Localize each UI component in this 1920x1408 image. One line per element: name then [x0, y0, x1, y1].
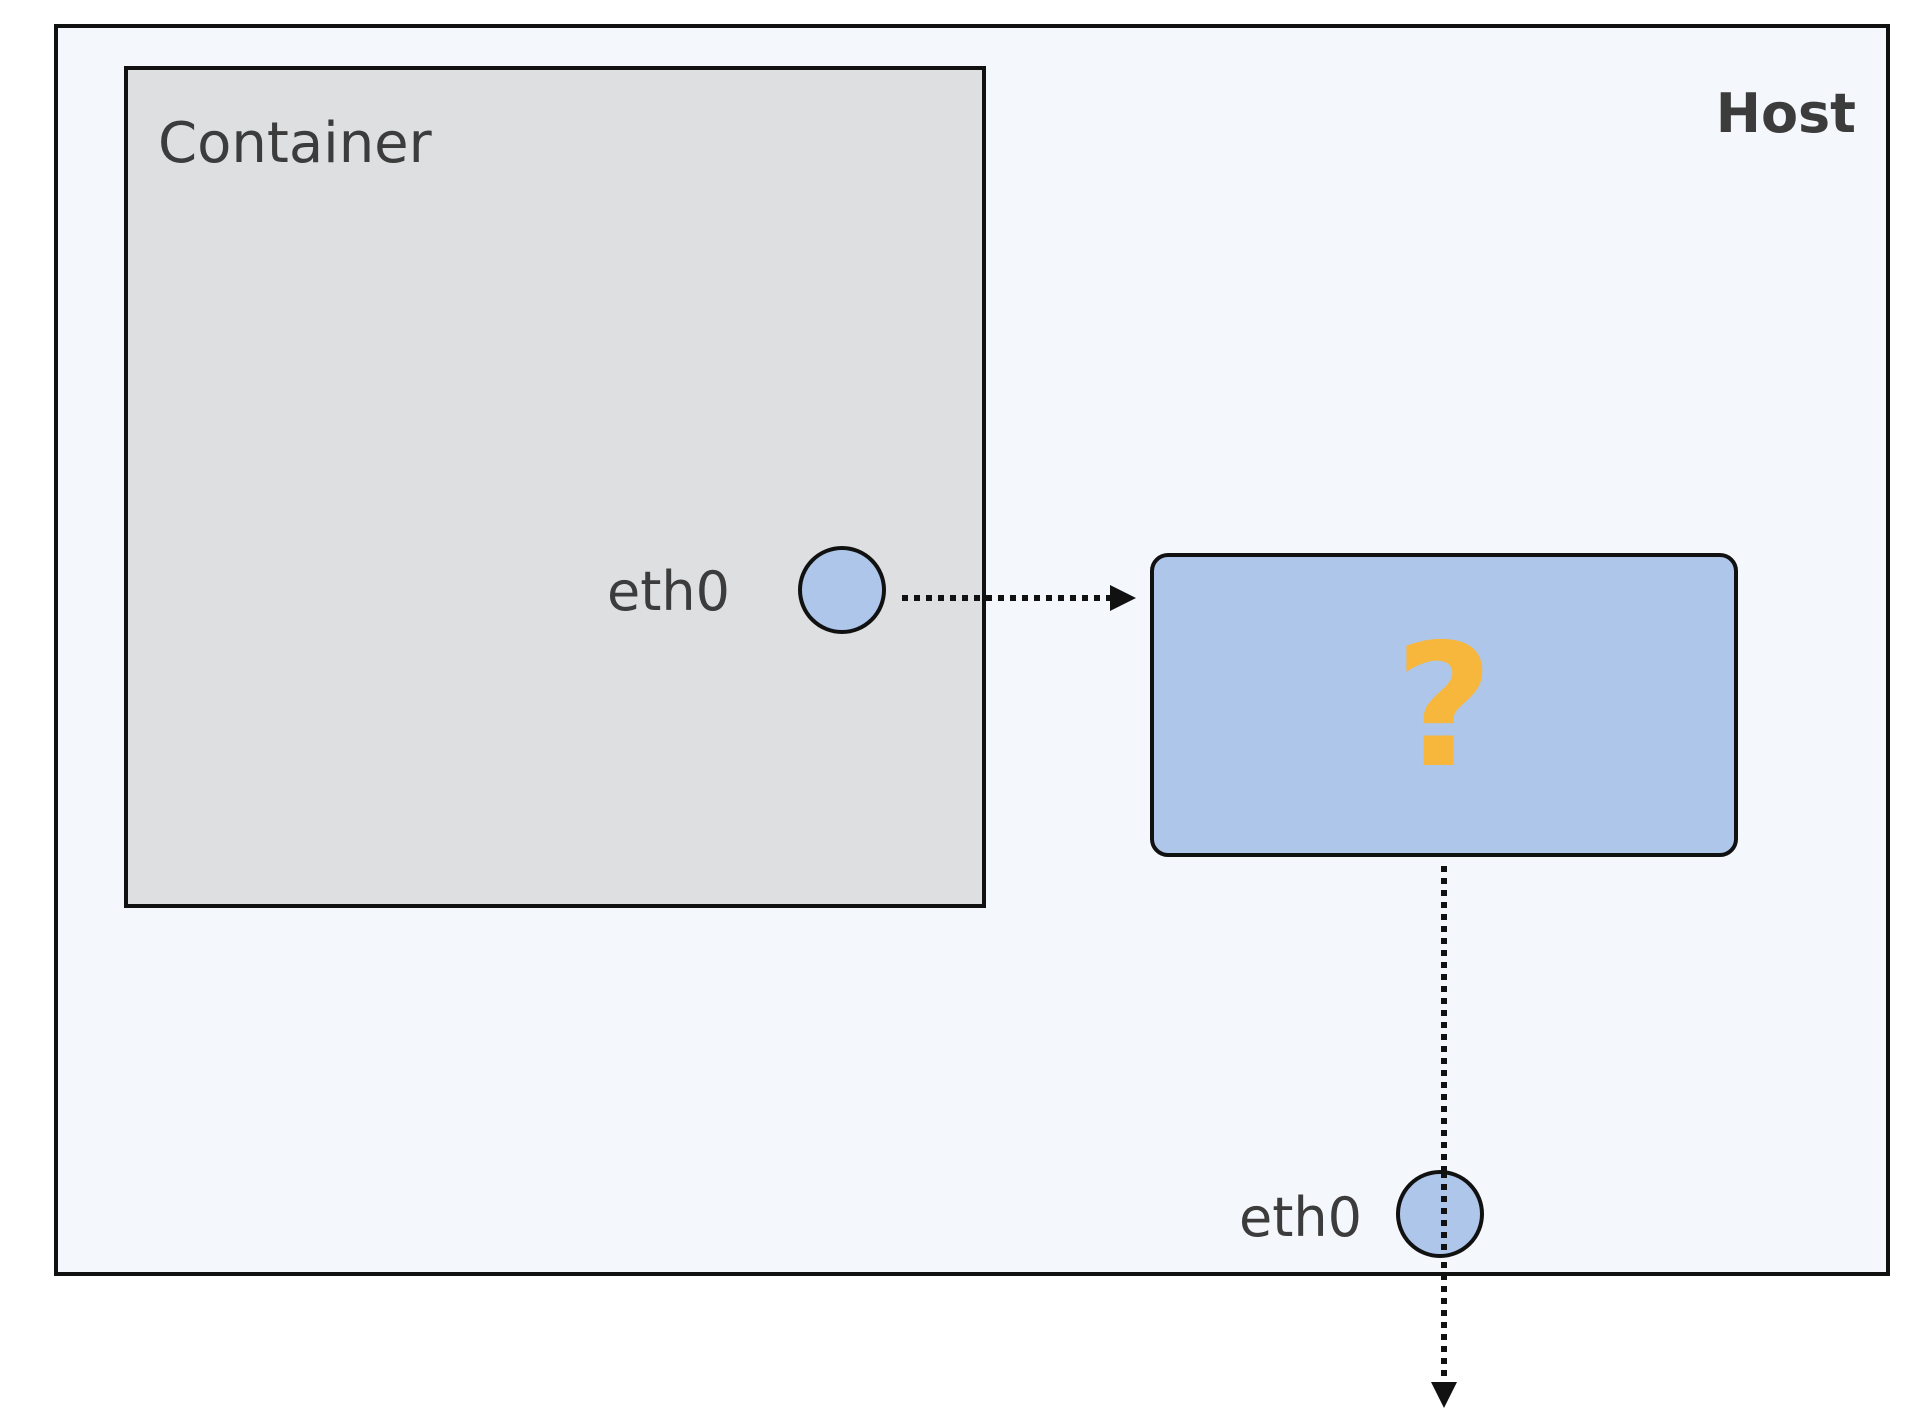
device-to-outside-arrowhead [1431, 1382, 1457, 1408]
host-eth0-interface [1396, 1170, 1484, 1258]
container-box [124, 66, 986, 908]
container-eth0-label: eth0 [607, 560, 730, 623]
container-to-device-arrowhead [1110, 585, 1136, 611]
host-label: Host [1716, 82, 1856, 145]
container-eth0-interface [798, 546, 886, 634]
container-label: Container [158, 111, 433, 176]
host-eth0-label: eth0 [1239, 1186, 1362, 1249]
unknown-device-box [1150, 553, 1738, 857]
unknown-device-question-mark: ? [1395, 608, 1494, 806]
